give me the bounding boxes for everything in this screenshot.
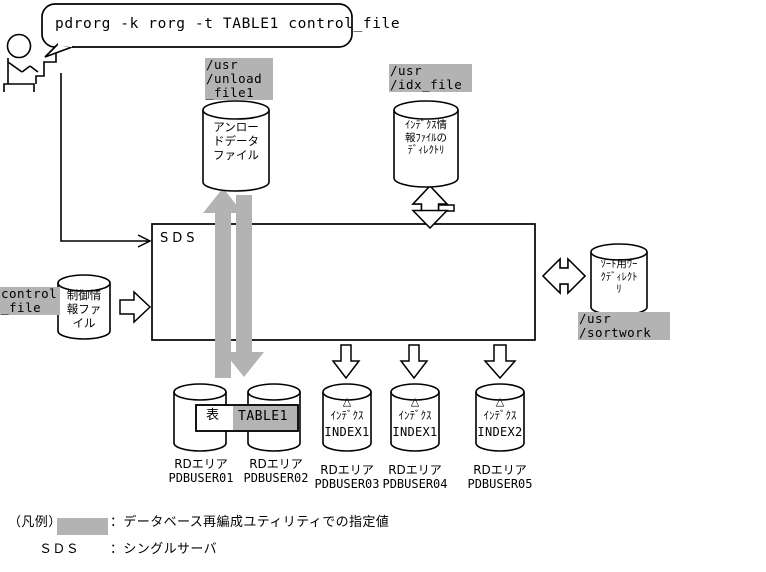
table-name-label: TABLE1 bbox=[238, 409, 288, 424]
index-area-3-name: PDBUSER05 bbox=[467, 476, 533, 491]
table-area-2-name: PDBUSER02 bbox=[243, 470, 309, 485]
sds-server-box bbox=[151, 223, 536, 341]
table-area-1-kind: RDエリア bbox=[174, 457, 228, 471]
command-to-sds-connector bbox=[60, 73, 152, 248]
index-area-1-kind: RDエリア bbox=[320, 463, 374, 477]
unload-cylinder-text: アンロー ドデータ ファイル bbox=[213, 120, 259, 163]
table-area-1-name: PDBUSER01 bbox=[168, 470, 234, 485]
index-kind-1: ｲﾝﾃﾞｸｽ bbox=[330, 409, 364, 422]
sortwork-cylinder bbox=[590, 243, 648, 316]
index-dir-double-arrow-shape bbox=[411, 184, 449, 230]
index-area-cylinder-3 bbox=[475, 383, 525, 452]
index-area-2-name: PDBUSER04 bbox=[382, 476, 448, 491]
legend-gray-swatch bbox=[57, 518, 108, 535]
index-area-cylinder-2 bbox=[390, 383, 440, 452]
control-file-cylinder-text: 制御情 報ファ イル bbox=[66, 288, 102, 331]
index-dir-cylinder-text: ｲﾝﾃﾞｸｽ情 報ﾌｧｲﾙの ﾃﾞｨﾚｸﾄﾘ bbox=[405, 119, 447, 157]
command-balloon-shape bbox=[41, 3, 353, 58]
index-name-3: INDEX2 bbox=[477, 425, 523, 439]
index-down-arrow-2 bbox=[399, 344, 429, 380]
index-name-2: INDEX1 bbox=[392, 425, 438, 439]
index-dir-cylinder bbox=[393, 100, 459, 188]
table-jp-label: 表 bbox=[206, 408, 220, 423]
index-kind-3: ｲﾝﾃﾞｸｽ bbox=[483, 409, 517, 422]
unload-file-cylinder bbox=[202, 100, 270, 192]
operator-icon bbox=[3, 33, 39, 92]
index-area-2-kind: RDエリア bbox=[388, 463, 442, 477]
control-file-path-label: control _file bbox=[0, 287, 60, 315]
legend-abbrev-note: ：シングルサーバ bbox=[110, 542, 218, 557]
sortwork-path-label: /usr /sortwork bbox=[578, 312, 670, 340]
index-down-arrows bbox=[331, 344, 517, 380]
table-name-box-outline bbox=[195, 404, 299, 432]
legend-title: （凡例） bbox=[8, 515, 62, 530]
sortwork-double-arrow bbox=[541, 257, 587, 295]
unload-gray-arrow-up bbox=[203, 188, 243, 378]
table-area-2-kind: RDエリア bbox=[249, 457, 303, 471]
reload-gray-arrow-down bbox=[224, 195, 264, 377]
index-area-3-kind: RDエリア bbox=[473, 463, 527, 477]
index-marker-3: △ bbox=[495, 395, 505, 408]
legend-abbrev-term: ＳＤＳ bbox=[39, 542, 80, 557]
index-area-1-name: PDBUSER03 bbox=[314, 476, 380, 491]
index-kind-2: ｲﾝﾃﾞｸｽ bbox=[398, 409, 432, 422]
sortwork-cylinder-text: ｿｰﾄ用ﾜｰ ｸﾃﾞｨﾚｸﾄ ﾘ bbox=[600, 258, 638, 296]
index-marker-2: △ bbox=[410, 395, 420, 408]
control-file-cylinder bbox=[57, 274, 111, 340]
unload-path-label: /usr /unload _file1 bbox=[205, 58, 273, 100]
command-text: pdrorg -k rorg -t TABLE1 control_file bbox=[55, 16, 401, 32]
sds-label: SDS bbox=[160, 231, 199, 246]
index-name-1: INDEX1 bbox=[324, 425, 370, 439]
table-name-highlight bbox=[233, 406, 297, 430]
legend-swatch-note: ：データベース再編成ユティリティでの指定値 bbox=[110, 515, 390, 530]
index-marker-1: △ bbox=[342, 395, 352, 408]
index-down-arrow-3 bbox=[483, 344, 517, 380]
index-dir-path-label: /usr /idx_file bbox=[389, 64, 472, 92]
index-down-arrow-1 bbox=[331, 344, 361, 380]
control-file-arrow bbox=[119, 290, 152, 324]
index-area-cylinder-1 bbox=[322, 383, 372, 452]
